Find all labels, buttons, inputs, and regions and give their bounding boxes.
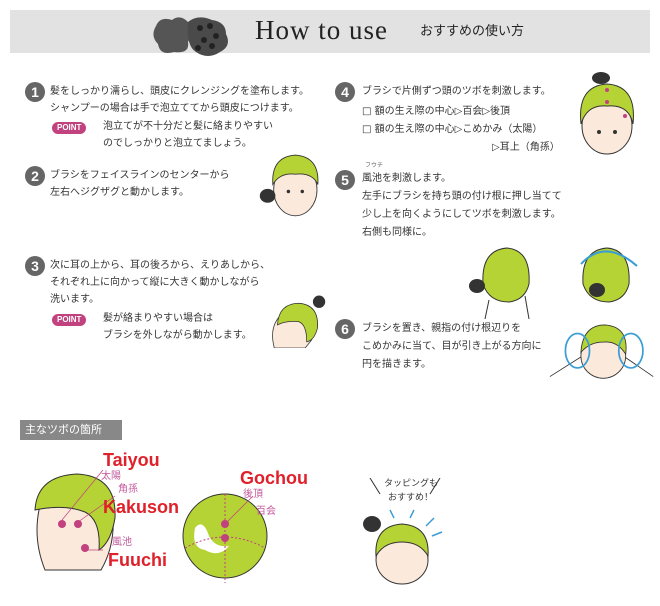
step-3-line-1: 次に耳の上から、耳の後ろから、えりあしから、 <box>50 260 270 271</box>
temple-massage-illustration <box>549 324 654 379</box>
page-title: How to use <box>255 15 388 45</box>
taiyou-jp-label: 太陽 <box>101 471 121 482</box>
step-3-point-badge: POINT <box>52 314 87 326</box>
top-head-acupoints-illustration <box>182 493 268 583</box>
step-4-number: 4 <box>335 82 355 102</box>
step-2-line-2: 左右へジグザグと動かします。 <box>50 187 189 198</box>
step-6-line-3: 円を描きます。 <box>362 359 431 370</box>
tapping-head-illustration <box>363 478 443 585</box>
step-3-line-2: それぞれ上に向かって縦に大きく動かしながら <box>50 277 260 288</box>
step-5-number: 5 <box>335 170 355 190</box>
gochou-label: Gochou <box>240 468 308 488</box>
kakuson-label: Kakuson <box>103 497 180 517</box>
hyakue-jp-label: 百会 <box>256 506 276 517</box>
step-1-point-line-1: 泡立てが不十分だと髪に絡まりやすい <box>103 121 273 132</box>
step-1-number: 1 <box>25 82 45 102</box>
points-section-label: 主なツボの箇所 <box>20 420 122 440</box>
front-head-brushing-illustration <box>259 154 319 217</box>
step-1-point-line-2: のでしっかりと泡立てましょう。 <box>103 138 252 149</box>
kakuson-jp-label: 角孫 <box>118 484 138 495</box>
step-3-point-line-1: 髪が絡まりやすい場合は <box>103 313 213 324</box>
front-head-acupoints-illustration <box>580 72 634 155</box>
page-subtitle: おすすめの使い方 <box>420 24 525 39</box>
step-1-point-badge: POINT <box>52 122 87 134</box>
step-6-number: 6 <box>335 319 355 339</box>
header-band <box>10 10 650 53</box>
fuuchi-label: Fuuchi <box>108 550 167 570</box>
step-6-line-2: こめかみに当て、目が引き上がる方向に <box>362 341 542 352</box>
step-3-number: 3 <box>25 256 45 276</box>
side-head-acupoints-illustration <box>34 469 116 571</box>
step-4-sub-2: □ 額の生え際の中心▷こめかみ（太陽） <box>362 124 543 135</box>
taiyou-label: Taiyou <box>103 450 160 470</box>
step-5-line-2: 左手にブラシを持ち頭の付け根に押し当てて <box>362 191 562 202</box>
step-3-line-3: 洗います。 <box>50 294 99 305</box>
step-1-line-2: シャンプーの場合は手で泡立ててから頭皮につけます。 <box>50 103 299 114</box>
step-4-line-1: ブラシで片側ずつ頭のツボを刺激します。 <box>362 86 551 97</box>
tapping-note-line-1: タッピングも <box>384 479 439 489</box>
step-5-line-3: 少し上を向くようにしてツボを刺激します。 <box>362 209 561 220</box>
step-5-ruby: フウチ <box>365 162 384 169</box>
side-head-brushing-illustration <box>272 295 326 348</box>
tapping-note-line-2: おすすめ！ <box>388 493 434 503</box>
brush-logo-icon <box>153 17 228 56</box>
step-6-line-1: ブラシを置き、親指の付け根辺りを <box>362 323 522 334</box>
step-3-point-line-2: ブラシを外しながら動かします。 <box>103 330 252 341</box>
step-4-sub-1: □ 額の生え際の中心▷百会▷後頂 <box>362 106 511 117</box>
step-2-number: 2 <box>25 166 45 186</box>
fuuchi-jp-label: 風池 <box>112 537 132 548</box>
gochou-jp-label: 後頂 <box>243 489 263 500</box>
step-5-line-4: 右側も同様に。 <box>362 227 432 238</box>
step-1-line-1: 髪をしっかり濡らし、頭皮にクレンジングを塗布します。 <box>50 86 309 97</box>
step-2-line-1: ブラシをフェイスラインのセンターから <box>50 170 230 181</box>
back-head-neck-illustrations <box>469 247 638 319</box>
step-4-sub-3: ▷耳上（角孫） <box>492 142 560 153</box>
step-5-line-1: 風池を刺激します。 <box>362 173 451 184</box>
